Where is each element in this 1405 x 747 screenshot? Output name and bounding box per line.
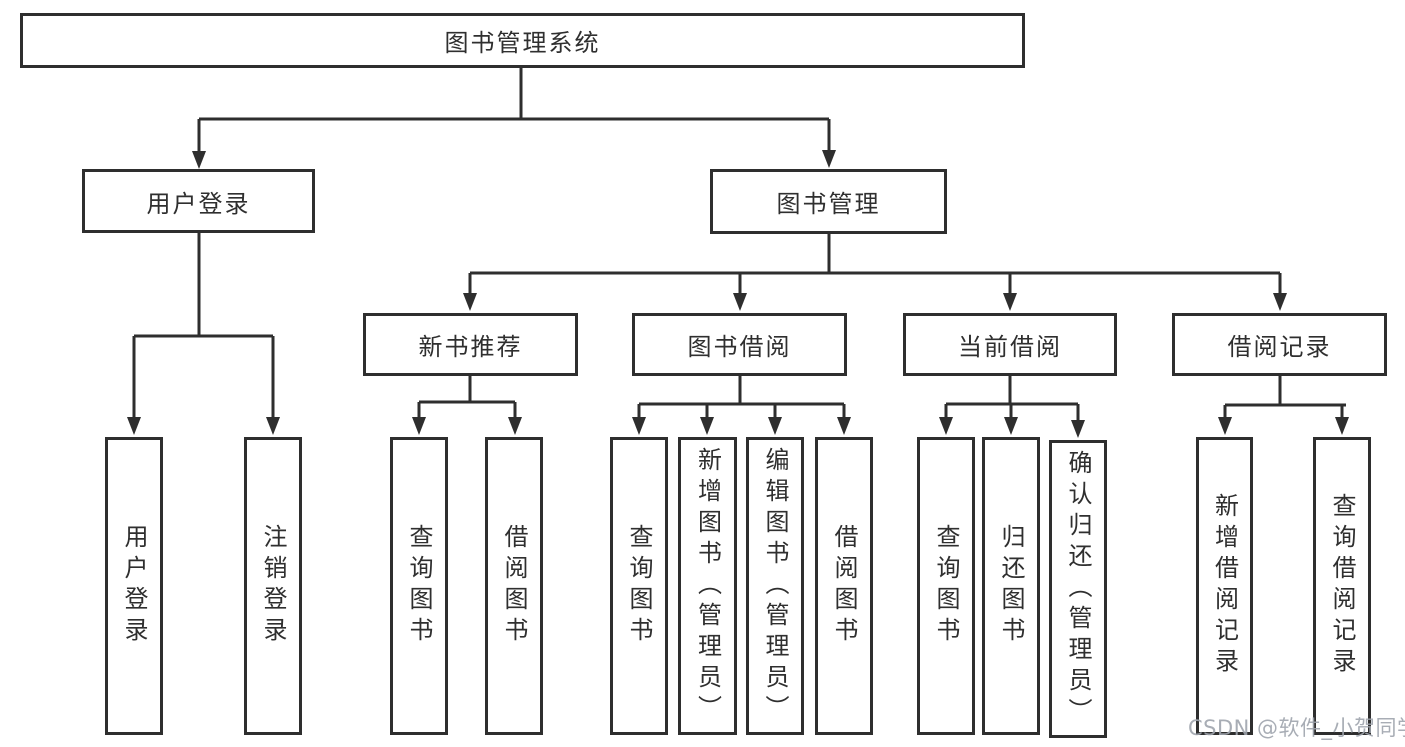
node-borrow-records-label: 借阅记录	[1227, 333, 1332, 361]
csdn-watermark: CSDN @软件_小贺同学	[1188, 716, 1405, 740]
node-new-book-rec-label: 新书推荐	[418, 333, 523, 361]
node-book-mgmt-branch: 图书管理	[710, 169, 947, 234]
node-current-borrow: 当前借阅	[903, 313, 1117, 376]
leaf-borrow-books: 借阅图书	[815, 437, 873, 735]
node-new-book-rec: 新书推荐	[363, 313, 578, 376]
leaf-confirm-return-admin: 确认归还（管理员）	[1049, 440, 1107, 738]
leaf-return-books: 归还图书	[982, 437, 1040, 735]
leaf-edit-books-admin-label: 编辑图书（管理员）	[761, 446, 789, 726]
leaf-borrow-books-rec-label: 借阅图书	[500, 524, 528, 648]
node-book-mgmt-label: 图书管理	[776, 190, 881, 218]
leaf-logout-label: 注销登录	[259, 524, 287, 648]
leaf-add-borrow-record-label: 新增借阅记录	[1210, 493, 1239, 679]
leaf-user-login-label: 用户登录	[120, 524, 148, 648]
node-user-login-branch: 用户登录	[82, 169, 315, 233]
leaf-add-books-admin: 新增图书（管理员）	[678, 437, 737, 735]
leaf-return-books-label: 归还图书	[997, 524, 1025, 648]
leaf-query-books-borrow-label: 查询图书	[625, 524, 653, 648]
node-book-borrow: 图书借阅	[632, 313, 847, 376]
leaf-query-books-current: 查询图书	[917, 437, 975, 735]
leaf-borrow-books-label: 借阅图书	[830, 524, 858, 648]
node-root-system: 图书管理系统	[20, 13, 1025, 68]
node-book-borrow-label: 图书借阅	[687, 333, 792, 361]
leaf-query-books-current-label: 查询图书	[932, 524, 960, 648]
leaf-edit-books-admin: 编辑图书（管理员）	[746, 437, 804, 735]
leaf-logout: 注销登录	[244, 437, 302, 735]
leaf-confirm-return-admin-label: 确认归还（管理员）	[1064, 449, 1092, 729]
arrowheads	[127, 150, 1349, 438]
leaf-borrow-books-rec: 借阅图书	[485, 437, 543, 735]
leaf-query-borrow-record: 查询借阅记录	[1313, 437, 1371, 735]
node-root-label: 图书管理系统	[444, 29, 601, 57]
leaf-add-books-admin-label: 新增图书（管理员）	[693, 446, 722, 726]
leaf-query-books-rec-label: 查询图书	[405, 524, 433, 648]
leaf-query-borrow-record-label: 查询借阅记录	[1328, 493, 1356, 679]
leaf-user-login: 用户登录	[105, 437, 163, 735]
leaf-query-books-rec: 查询图书	[390, 437, 448, 735]
node-user-login-label: 用户登录	[146, 189, 251, 218]
leaf-query-books-borrow: 查询图书	[610, 437, 668, 735]
node-borrow-records: 借阅记录	[1172, 313, 1387, 376]
leaf-add-borrow-record: 新增借阅记录	[1196, 437, 1253, 735]
node-current-borrow-label: 当前借阅	[958, 333, 1062, 361]
